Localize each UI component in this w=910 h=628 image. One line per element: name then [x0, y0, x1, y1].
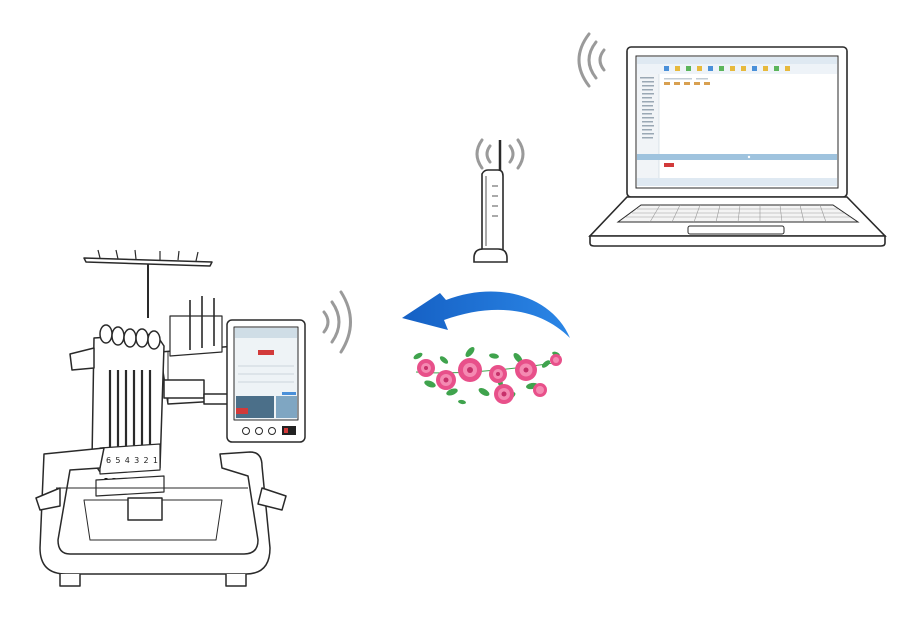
laptop-screen-content: [637, 57, 837, 186]
needle-number: 3: [134, 456, 140, 465]
needle-number: 6: [106, 456, 112, 465]
machine-wifi-waves-icon: [322, 290, 352, 354]
rose-icon: [436, 370, 456, 390]
laptop-icon: [588, 46, 887, 247]
needle-number: 2: [143, 456, 149, 465]
rose-icon: [489, 365, 507, 383]
curved-arrow-icon: [402, 291, 570, 338]
flower-pattern-icon: [413, 347, 562, 405]
rose-icon: [458, 358, 482, 382]
rose-icon: [515, 359, 537, 381]
rose-icon: [550, 354, 562, 366]
rose-icon: [533, 383, 547, 397]
rose-icon: [417, 359, 435, 377]
router-icon: [473, 140, 508, 263]
laptop-wifi-waves-icon: [577, 32, 606, 88]
machine-control-panel-icon: [226, 319, 306, 443]
rose-icon: [494, 384, 514, 404]
needle-number-labels: 6 5 4 3 2 1: [106, 456, 158, 465]
embroidery-machine-icon: [35, 249, 306, 587]
router-wifi-waves-icon: [475, 138, 525, 170]
needle-number: 1: [152, 456, 158, 465]
needle-number: 4: [124, 456, 130, 465]
needle-number: 5: [115, 456, 121, 465]
